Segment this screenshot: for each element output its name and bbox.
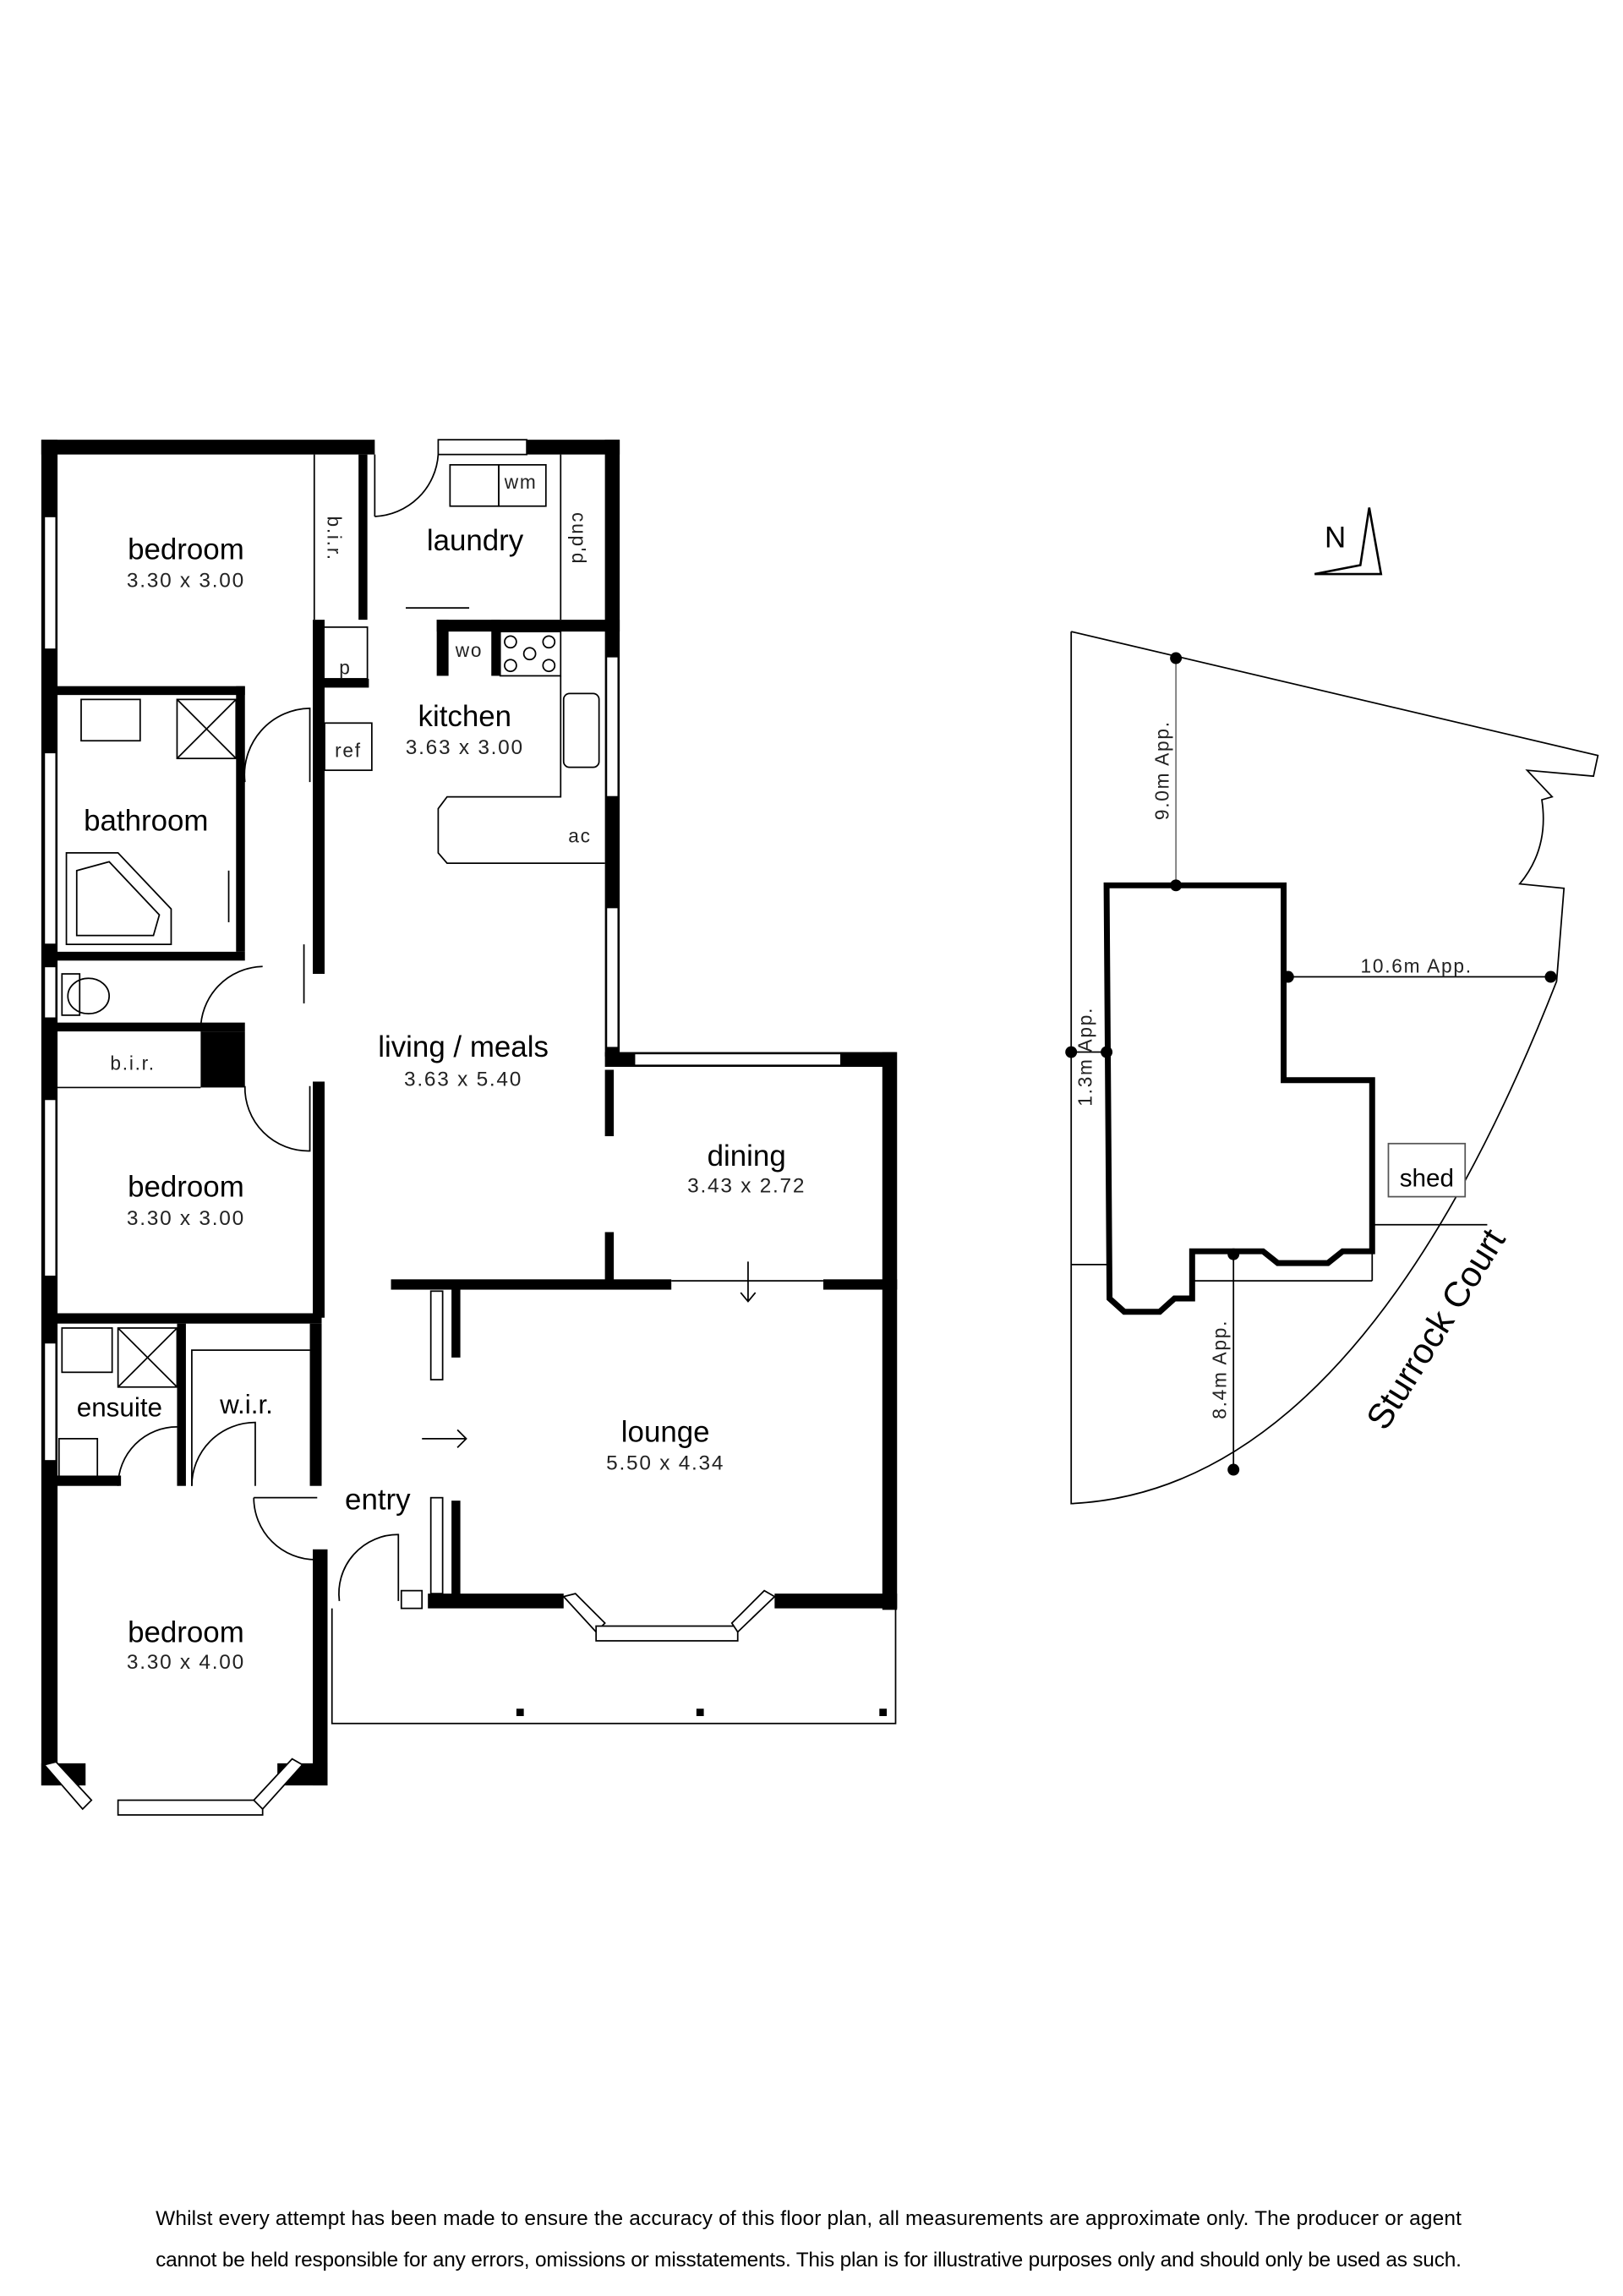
room-bathroom-label: bathroom: [84, 805, 208, 838]
room-dining-label: dining: [708, 1140, 786, 1173]
room-kitchen-size: 3.63 x 3.00: [406, 736, 524, 759]
pantry-label: p: [339, 657, 351, 679]
windows: [42, 439, 842, 1816]
room-wir-label: w.i.r.: [219, 1390, 273, 1419]
air-con-label: ac: [568, 825, 591, 847]
bir-label: b.i.r.: [323, 516, 345, 560]
south-setback-dimension: 8.4m App.: [1208, 1320, 1230, 1419]
washing-machine-label: wm: [504, 471, 538, 493]
room-bedroom-3-label: bedroom: [128, 1616, 244, 1649]
room-bedroom-1-size: 3.30 x 3.00: [127, 570, 245, 593]
disclaimer-line-2: cannot be held responsible for any error…: [156, 2249, 1462, 2271]
disclaimer: Whilst every attempt has been made to en…: [156, 2207, 1462, 2271]
room-dining-size: 3.43 x 2.72: [687, 1174, 806, 1197]
room-bedroom-2-label: bedroom: [128, 1171, 244, 1204]
bir-2-label: b.i.r.: [110, 1052, 155, 1074]
room-bedroom-3-size: 3.30 x 4.00: [127, 1651, 245, 1674]
north-arrow-icon: N: [1314, 507, 1383, 576]
street-name-label: Sturrock Court: [1358, 1222, 1513, 1436]
shed-label: shed: [1400, 1164, 1454, 1192]
room-laundry-label: laundry: [427, 524, 524, 557]
room-labels: bedroom 3.30 x 3.00 b.i.r. laundry cup'd…: [77, 471, 806, 1674]
disclaimer-line-1: Whilst every attempt has been made to en…: [156, 2207, 1462, 2230]
room-entry-label: entry: [345, 1484, 411, 1517]
north-setback-dimension: 9.0m App.: [1150, 720, 1172, 820]
north-label: N: [1325, 522, 1346, 555]
room-lounge-label: lounge: [621, 1415, 710, 1448]
site-plan: N shed 9.0m App. 10.6m App. 1.3m App. 8.…: [1065, 507, 1599, 1505]
room-bedroom-2-size: 3.30 x 3.00: [127, 1207, 245, 1230]
room-ensuite-label: ensuite: [77, 1393, 162, 1423]
fixtures: [56, 454, 897, 1725]
west-setback-dimension: 1.3m App.: [1074, 1007, 1096, 1107]
room-living-label: living / meals: [378, 1030, 549, 1063]
cupboard-label: cup'd: [568, 512, 590, 565]
room-lounge-size: 5.50 x 4.34: [606, 1452, 724, 1475]
room-kitchen-label: kitchen: [418, 700, 512, 733]
wall-oven-label: wo: [455, 639, 484, 661]
east-setback-dimension: 10.6m App.: [1361, 954, 1473, 976]
room-living-size: 3.63 x 5.40: [404, 1069, 522, 1091]
fridge-label: ref: [335, 739, 362, 761]
room-bedroom-1-label: bedroom: [128, 533, 244, 566]
